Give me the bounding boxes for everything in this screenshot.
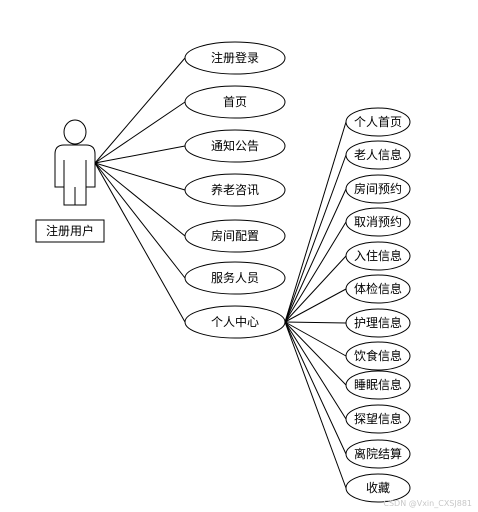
include-association-line	[284, 321, 347, 420]
sub-case-label: 收藏	[366, 481, 390, 495]
use-case-ellipse	[184, 261, 286, 295]
sub-case-label: 离院结算	[354, 446, 402, 461]
sub-case-favorites: 收藏	[345, 473, 411, 503]
sub-case-room-booking: 房间预约	[345, 174, 411, 204]
sub-case-ellipse	[345, 341, 411, 371]
sub-case-ellipse	[345, 439, 411, 469]
use-case-ellipse	[184, 85, 286, 119]
use-case-label: 个人中心	[211, 314, 259, 329]
use-case-label: 首页	[223, 95, 247, 109]
sub-case-ellipse	[345, 174, 411, 204]
use-case-ellipse	[184, 129, 286, 163]
sub-case-diet-info: 饮食信息	[345, 341, 411, 371]
use-case-label: 养老咨讯	[211, 182, 259, 197]
use-case-label: 服务人员	[211, 270, 259, 285]
sub-case-label: 体检信息	[354, 281, 402, 296]
include-association-line	[284, 321, 347, 489]
sub-case-ellipse	[345, 140, 411, 170]
sub-case-ellipse	[345, 274, 411, 304]
sub-case-label: 入住信息	[354, 248, 402, 263]
sub-case-visit-info: 探望信息	[345, 404, 411, 434]
actor-label-box	[35, 219, 105, 243]
actor-association-line	[94, 57, 186, 164]
sub-case-ellipse	[345, 404, 411, 434]
actor-body	[54, 144, 96, 206]
sub-case-label: 睡眠信息	[354, 377, 402, 392]
association-lines	[94, 57, 347, 489]
use-case-ellipse	[184, 305, 286, 339]
use-case-service-staff: 服务人员	[184, 261, 286, 295]
use-case-register-login: 注册登录	[184, 41, 286, 75]
include-association-line	[284, 188, 347, 323]
sub-case-ellipse	[345, 241, 411, 271]
sub-case-label: 饮食信息	[354, 348, 402, 363]
sub-case-ellipse	[345, 308, 411, 338]
use-case-label: 通知公告	[211, 139, 259, 153]
sub-case-checkup-info: 体检信息	[345, 274, 411, 304]
actor-association-line	[94, 101, 186, 164]
sub-case-ellipse	[345, 370, 411, 400]
include-association-line	[284, 221, 347, 323]
include-association-line	[284, 321, 347, 455]
use-case-eldercare-news: 养老咨讯	[184, 173, 286, 207]
use-case-label: 注册登录	[211, 50, 259, 65]
use-case-label: 房间配置	[211, 228, 259, 243]
sub-case-label: 取消预约	[354, 214, 402, 229]
use-case-home: 首页	[184, 85, 286, 119]
actor-head	[63, 119, 87, 145]
sub-case-nursing-info: 护理信息	[345, 308, 411, 338]
sub-case-label: 探望信息	[354, 411, 402, 426]
sub-case-label: 房间预约	[354, 181, 402, 196]
use-case-personal-center: 个人中心	[184, 305, 286, 339]
actor-figure	[54, 119, 96, 206]
use-case-ellipse	[184, 41, 286, 75]
actor-label: 注册用户	[46, 223, 94, 238]
actor-association-line	[94, 162, 186, 323]
include-association-line	[284, 321, 347, 324]
include-association-line	[284, 288, 347, 323]
sub-case-label: 护理信息	[354, 315, 402, 330]
use-case-notices: 通知公告	[184, 129, 286, 163]
include-association-line	[284, 154, 347, 323]
include-association-line	[284, 321, 347, 386]
sub-case-label: 老人信息	[354, 147, 402, 162]
sub-case-elder-info: 老人信息	[345, 140, 411, 170]
sub-case-label: 个人首页	[354, 115, 402, 129]
actor-association-line	[94, 162, 186, 237]
sub-case-cancel-booking: 取消预约	[345, 207, 411, 237]
watermark-text: CSDN @Vxin_CXSJ881	[383, 499, 472, 508]
sub-case-checkin-info: 入住信息	[345, 241, 411, 271]
actor-association-line	[94, 145, 186, 164]
sub-case-sleep-info: 睡眠信息	[345, 370, 411, 400]
sub-case-discharge-settlement: 离院结算	[345, 439, 411, 469]
use-case-room-config: 房间配置	[184, 219, 286, 253]
include-association-line	[284, 255, 347, 323]
sub-case-ellipse	[345, 207, 411, 237]
actor-association-line	[94, 162, 186, 191]
sub-case-ellipse	[345, 473, 411, 503]
actor-association-line	[94, 162, 186, 279]
use-case-ellipse	[184, 173, 286, 207]
include-association-line	[284, 121, 347, 323]
sub-case-personal-home: 个人首页	[345, 107, 411, 137]
include-association-line	[284, 321, 347, 357]
use-case-ellipse	[184, 219, 286, 253]
sub-case-ellipse	[345, 107, 411, 137]
